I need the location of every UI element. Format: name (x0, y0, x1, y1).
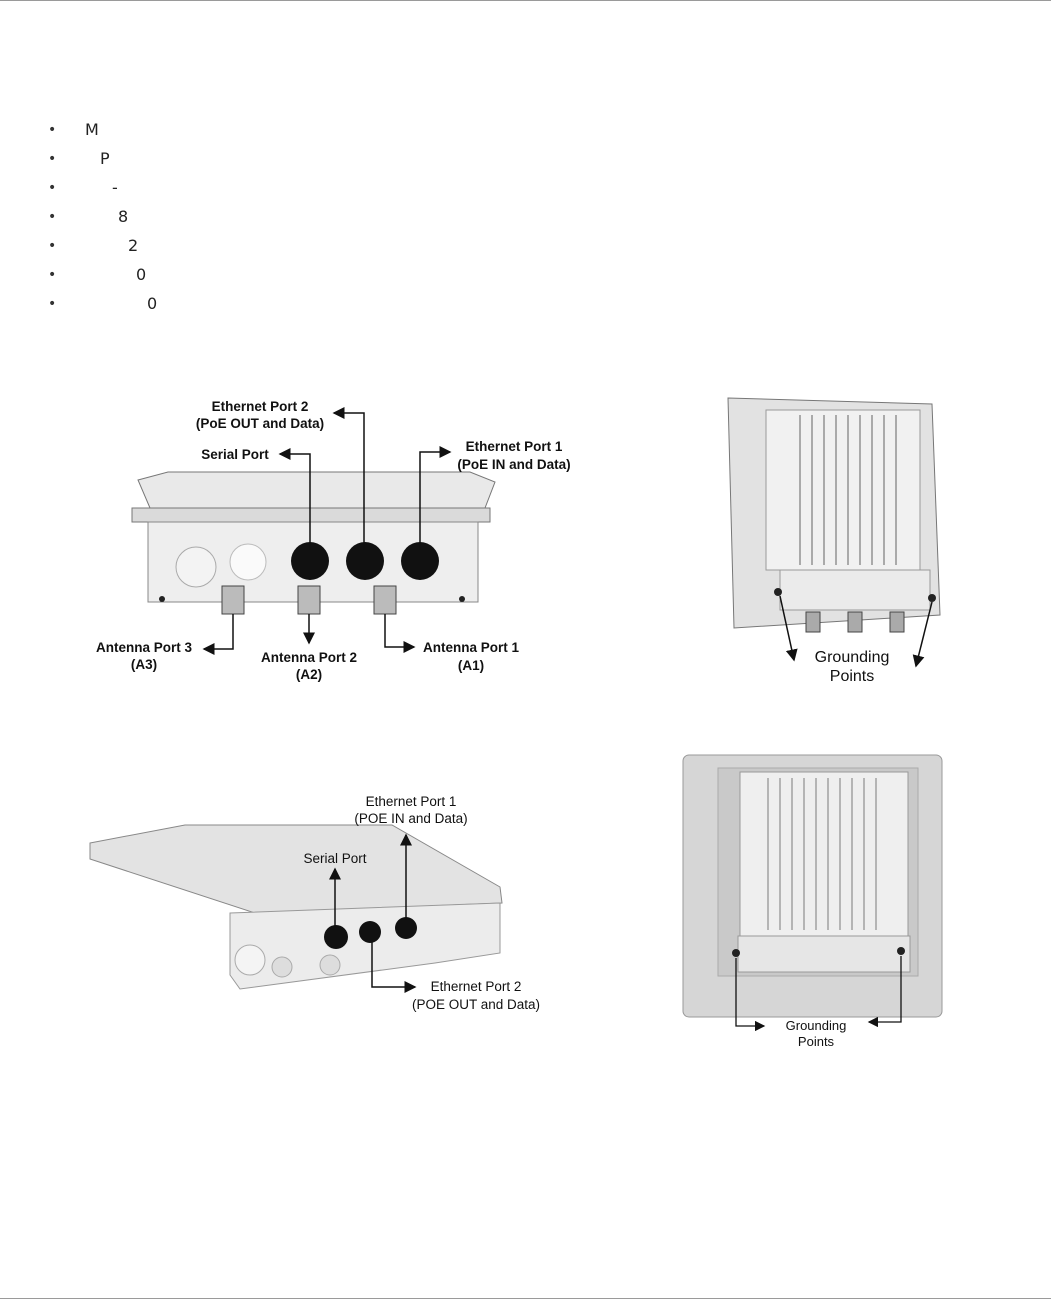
label-ethernet-port-2-sub: (POE OUT and Data) (412, 997, 540, 1012)
bullet-icon: • (48, 296, 57, 312)
bullet-icon: • (48, 151, 57, 167)
figure-enclosure-angled: Ethernet Port 1 (POE IN and Data) Serial… (70, 785, 570, 1020)
grounding-point-right (897, 947, 905, 955)
label-grounding-points: Grounding (815, 649, 890, 666)
list-item-text: M (85, 120, 99, 139)
list-item-text: P (100, 149, 110, 168)
figure-grounding-panel: Grounding Points (680, 750, 945, 1055)
label-ethernet-port-1-sub: (POE IN and Data) (354, 811, 467, 826)
label-antenna-port-3: Antenna Port 3 (96, 640, 193, 655)
bullet-icon: • (48, 122, 57, 138)
enclosure-lid-rim (131, 507, 491, 523)
list-item-text: - (112, 178, 118, 197)
list-item-text: 0 (147, 294, 158, 313)
grounding-point-left (732, 949, 740, 957)
bullet-icon: • (48, 209, 57, 225)
blank-port-2 (229, 543, 267, 581)
ethernet-port-2-connector (346, 542, 384, 580)
top-rule (0, 0, 1051, 1)
ethernet-port-1-connector (395, 917, 417, 939)
label-antenna-port-2: Antenna Port 2 (261, 650, 357, 665)
blank-port-1 (175, 546, 217, 588)
label-antenna-port-1: Antenna Port 1 (423, 640, 520, 655)
ethernet-port-2-connector (359, 921, 381, 943)
bullet-icon: • (48, 267, 57, 283)
label-ethernet-port-1: Ethernet Port 1 (466, 439, 563, 454)
list-item-text: 2 (128, 236, 139, 255)
label-antenna-port-3-sub: (A3) (131, 657, 157, 672)
figure-grounding-back: Grounding Points (720, 390, 950, 690)
list-item-text: 8 (118, 207, 129, 226)
label-serial-port: Serial Port (201, 447, 269, 462)
enclosure-body (229, 902, 501, 990)
ethernet-port-1-connector (401, 542, 439, 580)
label-antenna-port-1-sub: (A1) (458, 658, 484, 673)
label-grounding-points-sub: Points (798, 1034, 835, 1049)
label-grounding-points: Grounding (786, 1018, 847, 1033)
list-item-text: 0 (136, 265, 147, 284)
grounding-point-left (774, 588, 782, 596)
label-ethernet-port-1-sub: (PoE IN and Data) (457, 457, 570, 472)
antenna-port-1-connector (373, 585, 397, 615)
label-ethernet-port-2: Ethernet Port 2 (212, 399, 309, 414)
bullet-icon: • (48, 180, 57, 196)
label-grounding-points-sub: Points (830, 668, 874, 685)
bottom-rule (0, 1298, 1051, 1299)
label-ethernet-port-2: Ethernet Port 2 (431, 979, 522, 994)
enclosure-lid (137, 471, 496, 509)
enclosure-lid (89, 824, 503, 914)
heat-sink (765, 409, 921, 571)
figure-enclosure-ports: Ethernet Port 2 (PoE OUT and Data) Seria… (80, 390, 600, 690)
label-serial-port: Serial Port (303, 851, 366, 866)
bullet-icon: • (48, 238, 57, 254)
antenna-port-2-connector (297, 585, 321, 615)
label-antenna-port-2-sub: (A2) (296, 667, 322, 682)
grounding-point-right (928, 594, 936, 602)
serial-port-connector (324, 925, 348, 949)
label-ethernet-port-2-sub: (PoE OUT and Data) (196, 416, 324, 431)
antenna-port-3-connector (221, 585, 245, 615)
label-ethernet-port-1: Ethernet Port 1 (366, 794, 457, 809)
serial-port-connector (291, 542, 329, 580)
